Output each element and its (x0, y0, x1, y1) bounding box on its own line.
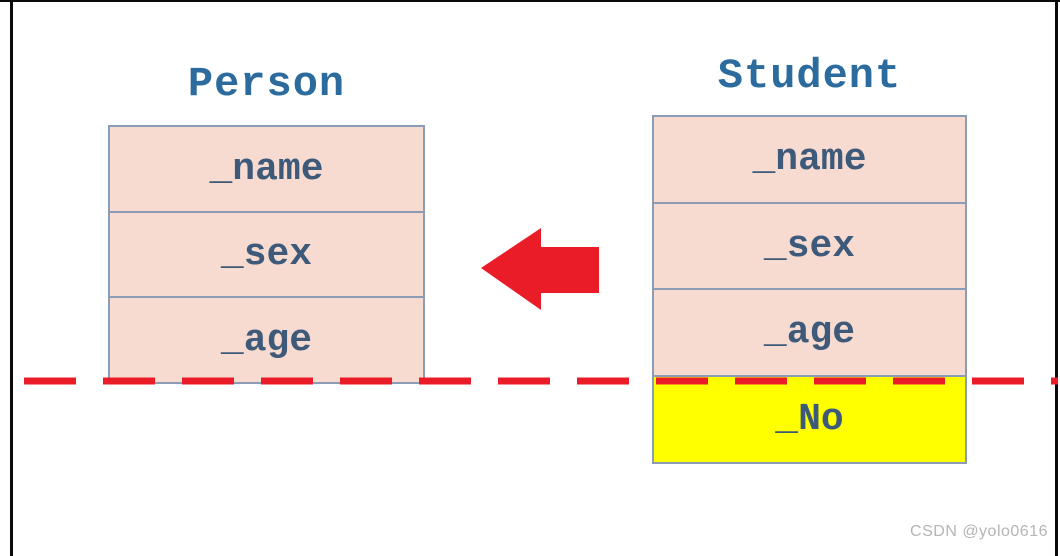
student-field-age: _age (652, 288, 967, 377)
student-field-sex: _sex (652, 201, 967, 291)
watermark: CSDN @yolo0616 (910, 523, 1048, 540)
student-class-title: Student (717, 52, 902, 100)
person-class-box: _name _sex _age (108, 125, 425, 384)
frame-left-border (10, 0, 13, 556)
student-field-name: _name (652, 115, 967, 204)
person-class-title: Person (187, 60, 346, 108)
person-field-sex: _sex (108, 210, 425, 299)
person-field-age: _age (108, 296, 425, 384)
student-field-no-highlighted: _No (652, 374, 967, 464)
person-field-name: _name (108, 125, 425, 213)
student-class-box: _name _sex _age _No (652, 115, 967, 464)
frame-top-border (0, 0, 1060, 2)
slice-dashed-line (24, 377, 1058, 385)
inherit-arrow-icon (481, 228, 599, 310)
frame-right-border (1055, 0, 1058, 556)
